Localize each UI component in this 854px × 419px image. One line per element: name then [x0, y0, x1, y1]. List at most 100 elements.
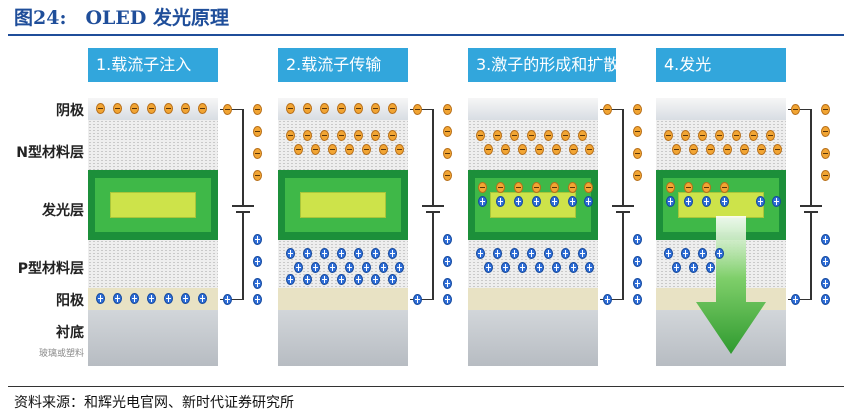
hole-icon [443, 278, 452, 289]
step-title: 1.载流子注入 [88, 48, 218, 82]
wire [622, 109, 624, 205]
electron-icon [253, 104, 262, 115]
electron-icon [320, 103, 329, 114]
battery-icon [804, 211, 818, 213]
electron-icon [478, 182, 487, 193]
hole-icon [501, 262, 510, 273]
electron-icon [388, 103, 397, 114]
wire [242, 213, 244, 299]
electron-icon [311, 144, 320, 155]
hole-icon [561, 248, 570, 259]
electron-icon [96, 103, 105, 114]
electron-icon [443, 104, 452, 115]
electron-icon [544, 130, 553, 141]
label-anode: 阳极 [56, 293, 84, 309]
electron-icon [585, 144, 594, 155]
electron-icon [569, 144, 578, 155]
hole-icon [510, 248, 519, 259]
electron-icon [749, 130, 758, 141]
electron-icon [198, 103, 207, 114]
electron-icon [514, 182, 523, 193]
cathode-layer [656, 98, 786, 120]
electron-icon [371, 103, 380, 114]
battery-circuit [788, 98, 834, 310]
battery-icon [422, 205, 444, 207]
oled-stack [468, 98, 598, 366]
anode-layer [278, 288, 408, 310]
hole-icon [371, 274, 380, 285]
p-type-layer [88, 240, 218, 288]
hole-icon [633, 234, 642, 245]
hole-icon [821, 294, 830, 305]
electron-icon [603, 104, 612, 115]
hole-icon [689, 262, 698, 273]
hole-icon [337, 274, 346, 285]
hole-icon [113, 293, 122, 304]
electron-icon [164, 103, 173, 114]
electron-icon [328, 144, 337, 155]
hole-icon [320, 248, 329, 259]
hole-icon [569, 262, 578, 273]
electron-icon [253, 148, 262, 159]
electron-icon [303, 130, 312, 141]
hole-icon [337, 248, 346, 259]
hole-icon [720, 196, 729, 207]
title-divider [8, 34, 844, 36]
electron-icon [286, 130, 295, 141]
electron-icon [510, 130, 519, 141]
electron-icon [113, 103, 122, 114]
hole-icon [198, 293, 207, 304]
electron-icon [821, 170, 830, 181]
layer-labels: 阴极 N型材料层 发光层 P型材料层 阳极 衬底 玻璃或塑料 [0, 0, 92, 386]
step-panel-1: 1.载流子注入 [88, 48, 268, 366]
oled-stack [88, 98, 218, 366]
hole-icon [772, 196, 781, 207]
hole-icon [706, 262, 715, 273]
electron-icon [484, 144, 493, 155]
source-divider [8, 386, 844, 387]
hole-icon [345, 262, 354, 273]
wire [432, 213, 434, 299]
hole-icon [568, 196, 577, 207]
wire [220, 109, 244, 110]
electron-icon [130, 103, 139, 114]
hole-icon [130, 293, 139, 304]
electron-icon [527, 130, 536, 141]
substrate-layer [88, 310, 218, 366]
hole-icon [354, 248, 363, 259]
label-cathode: 阴极 [56, 103, 84, 119]
hole-icon [286, 274, 295, 285]
electron-icon [732, 130, 741, 141]
hole-icon [791, 294, 800, 305]
anode-layer [468, 288, 598, 310]
electron-icon [706, 144, 715, 155]
step-title: 4.发光 [656, 48, 786, 82]
wire [622, 213, 624, 299]
electron-icon [791, 104, 800, 115]
electron-icon [362, 144, 371, 155]
emissive-layer [278, 170, 408, 240]
hole-icon [821, 256, 830, 267]
wire [410, 109, 434, 110]
wire [220, 299, 244, 300]
hole-icon [552, 262, 561, 273]
electron-icon [681, 130, 690, 141]
electron-icon [633, 126, 642, 137]
hole-icon [443, 234, 452, 245]
electron-icon [518, 144, 527, 155]
hole-icon [484, 262, 493, 273]
electron-icon [337, 130, 346, 141]
hole-icon [147, 293, 156, 304]
electron-icon [496, 182, 505, 193]
hole-icon [493, 248, 502, 259]
substrate-layer [278, 310, 408, 366]
electron-icon [666, 182, 675, 193]
hole-icon [633, 278, 642, 289]
electron-icon [550, 182, 559, 193]
electron-icon [684, 182, 693, 193]
electron-icon [702, 182, 711, 193]
oled-stack [278, 98, 408, 366]
hole-icon [443, 256, 452, 267]
hole-icon [253, 256, 262, 267]
battery-icon [616, 211, 630, 213]
